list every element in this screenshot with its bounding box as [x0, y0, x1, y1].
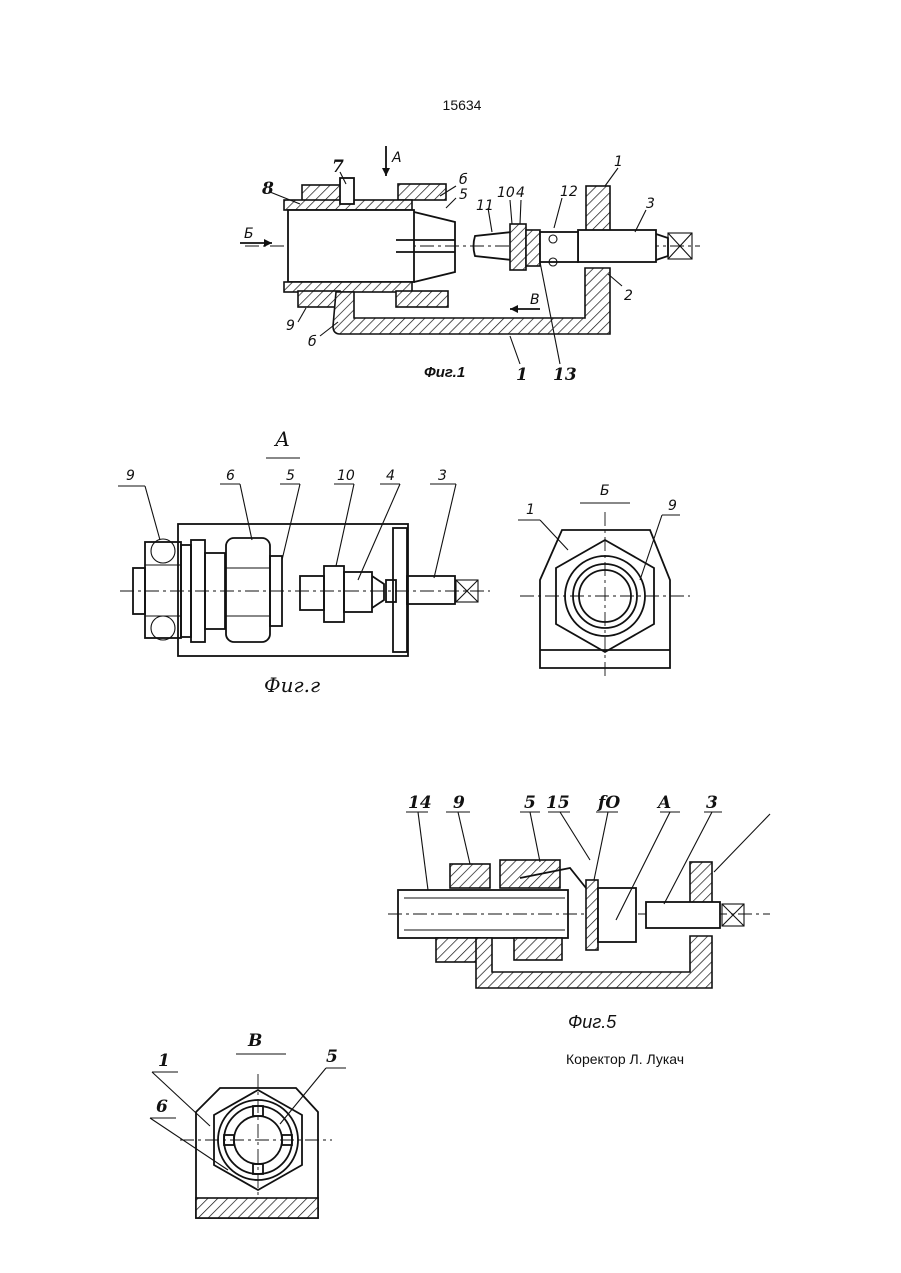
fig1-label-13: 13 — [553, 365, 577, 385]
page-number: 15634 — [443, 97, 482, 113]
fig1-label-A: А — [391, 150, 402, 166]
fig2-label-4: 4 — [386, 468, 395, 484]
fig2-label-10: 10 — [337, 468, 355, 484]
fig2-label-5: 5 — [286, 468, 295, 484]
fig5-label-5: 5 — [524, 793, 536, 813]
fig5-label-10: fO — [597, 793, 620, 813]
fig1-label-b-top: б — [459, 172, 468, 188]
view-v-label-1: 1 — [158, 1051, 170, 1071]
fig1-label-7: 7 — [332, 157, 344, 177]
fig5-label-14: 14 — [408, 793, 432, 813]
fig1-label-2: 2 — [624, 288, 633, 304]
view-v-label-5: 5 — [326, 1047, 338, 1067]
view-v-title: В — [247, 1031, 262, 1051]
fig1-label-V: В — [530, 292, 540, 308]
fig1-label-b-bottom: б — [308, 334, 317, 350]
figure-2: А — [118, 427, 490, 697]
fig1-caption: Фиг.1 — [424, 364, 465, 381]
fig5-caption: Фиг.5 — [568, 1012, 617, 1032]
fig5-label-9: 9 — [453, 793, 465, 813]
fig1-label-1-top: 1 — [614, 154, 623, 170]
fig1-label-3: 3 — [646, 196, 655, 212]
view-b-label-9: 9 — [668, 498, 677, 514]
fig1-label-12: 12 — [560, 184, 578, 200]
figure-1: 7 А 8 б 5 Б 10 4 12 1 11 3 2 В 9 б 1 13 … — [240, 146, 700, 385]
fig1-label-10: 10 — [497, 185, 515, 201]
fig5-label-15: 15 — [546, 793, 570, 813]
corrector-credit: Коректор Л. Лукач — [566, 1051, 684, 1067]
fig1-label-8: 8 — [261, 179, 274, 199]
fig1-label-B: Б — [244, 226, 254, 242]
view-b: Б 1 9 — [518, 483, 690, 680]
fig1-label-4: 4 — [516, 185, 525, 201]
view-b-label-1: 1 — [526, 502, 535, 518]
fig2-label-3: 3 — [438, 468, 447, 484]
fig2-label-9: 9 — [126, 468, 135, 484]
fig5-label-3: 3 — [706, 793, 718, 813]
fig2-label-6: 6 — [226, 468, 235, 484]
fig2-view-title: А — [273, 427, 290, 451]
fig1-label-11: 11 — [476, 198, 494, 214]
fig2-caption: Фиг.г — [264, 673, 320, 697]
fig1-label-1-bottom: 1 — [516, 365, 528, 385]
figure-5: 14 9 5 15 fO A 3 Фиг.5 — [388, 793, 770, 1032]
view-v: В 1 5 6 — [150, 1031, 346, 1218]
fig1-label-9: 9 — [286, 318, 295, 334]
view-v-label-6: 6 — [156, 1097, 168, 1117]
fig5-label-A: A — [656, 793, 671, 813]
view-b-title: Б — [600, 483, 610, 499]
fig1-label-5: 5 — [459, 187, 468, 203]
